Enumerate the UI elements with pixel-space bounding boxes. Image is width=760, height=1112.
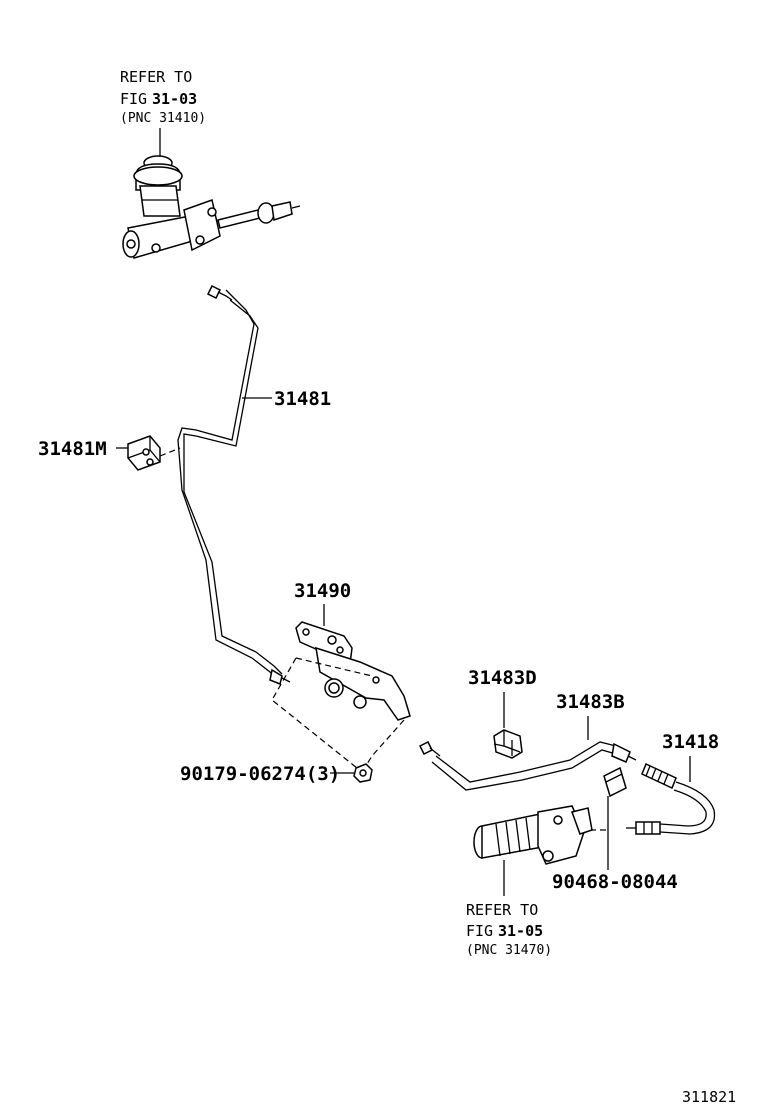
callout-refer-bottom-fig: FIG — [466, 922, 493, 940]
callout-31418[interactable]: 31418 — [662, 731, 719, 753]
clutch-tube-31481[interactable] — [177, 284, 291, 686]
callout-90468[interactable]: 90468-08044 — [552, 871, 678, 893]
clutch-tube-31483b[interactable] — [418, 740, 637, 791]
nut-90179[interactable] — [353, 763, 373, 783]
callout-refer-bottom-fig-number[interactable]: 31-05 — [498, 922, 543, 940]
callout-refer-top-fig: FIG — [120, 90, 147, 108]
callout-refer-top-pnc: (PNC 31410) — [120, 111, 206, 126]
callout-31490[interactable]: 31490 — [294, 580, 351, 602]
callout-refer-top-fig-number[interactable]: 31-03 — [152, 90, 197, 108]
callout-31483d[interactable]: 31483D — [468, 667, 537, 689]
callout-90179[interactable]: 90179-06274(3) — [180, 763, 340, 785]
clutch-master-cylinder[interactable] — [122, 155, 301, 259]
tube-clamp-31481m[interactable] — [127, 435, 161, 471]
dashed-31481m — [159, 447, 181, 457]
callout-refer-bottom-pnc: (PNC 31470) — [466, 943, 552, 958]
clutch-release-cylinder[interactable] — [473, 805, 593, 865]
callout-31481m[interactable]: 31481M — [38, 438, 107, 460]
callout-31481[interactable]: 31481 — [274, 388, 331, 410]
callout-refer-bottom-line1: REFER TO — [466, 901, 538, 919]
callout-refer-top-line1: REFER TO — [120, 68, 192, 86]
clutch-bracket-31490[interactable] — [295, 621, 411, 721]
clip-90468[interactable] — [603, 766, 627, 798]
figure-number: 311821 — [682, 1088, 736, 1106]
callout-31483b[interactable]: 31483B — [556, 691, 625, 713]
flexible-hose-31418[interactable] — [626, 762, 716, 835]
clip-31483d[interactable] — [493, 729, 523, 759]
